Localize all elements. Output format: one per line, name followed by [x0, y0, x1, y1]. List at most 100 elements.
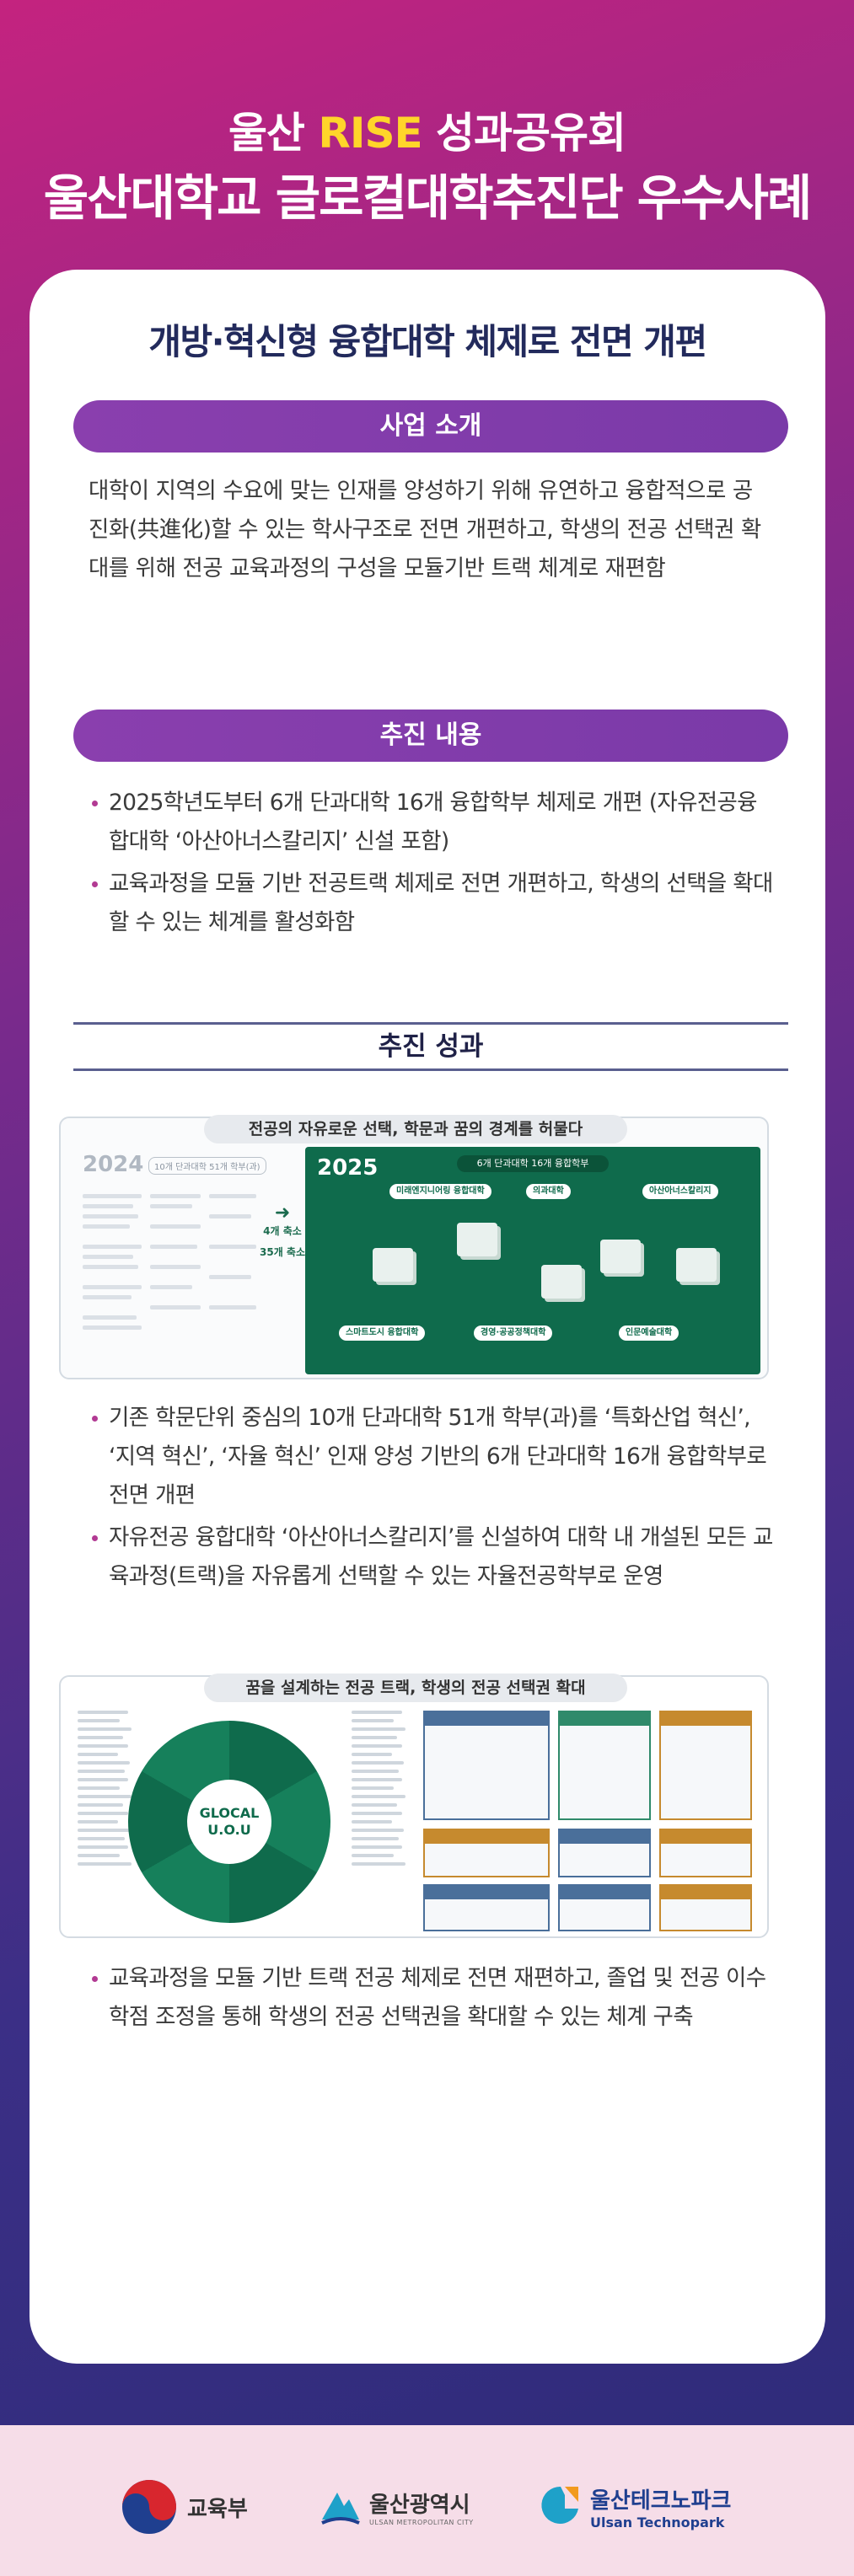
- logo-moe-text: 교육부: [187, 2496, 248, 2522]
- placeholder-line: [83, 1204, 133, 1208]
- placeholder-line: [78, 1761, 130, 1765]
- placeholder-line: [209, 1194, 256, 1198]
- track-box: [423, 1884, 550, 1931]
- reduction-colleges: 4개 축소: [263, 1225, 302, 1237]
- year-2024: 2024: [83, 1152, 144, 1177]
- placeholder-line: [78, 1812, 128, 1815]
- infographic-tracks: 꿈을 설계하는 전공 트랙, 학생의 전공 선택권 확대 GLOCAL U.O.…: [59, 1674, 769, 1938]
- section-heading-progress: 추진 내용: [73, 710, 788, 762]
- placeholder-line: [352, 1727, 406, 1731]
- section-heading-results: 추진 성과: [73, 1022, 788, 1071]
- placeholder-line: [78, 1786, 120, 1790]
- placeholder-line: [150, 1285, 192, 1289]
- placeholder-line: [78, 1820, 118, 1824]
- track-box-header: [661, 1830, 750, 1844]
- placeholder-line: [83, 1315, 137, 1320]
- results-list-2: 교육과정을 모듈 기반 트랙 전공 체제로 전면 재편하고, 졸업 및 전공 이…: [90, 1959, 775, 2040]
- placeholder-line: [352, 1795, 406, 1798]
- section-heading-intro: 사업 소개: [73, 400, 788, 453]
- placeholder-line: [150, 1224, 201, 1229]
- track-box-header: [560, 1712, 649, 1726]
- track-box: [558, 1884, 651, 1931]
- placeholder-line: [78, 1854, 120, 1857]
- placeholder-line: [352, 1803, 397, 1807]
- infographic-banner: 꿈을 설계하는 전공 트랙, 학생의 전공 선택권 확대: [204, 1674, 627, 1702]
- placeholder-line: [352, 1845, 402, 1849]
- logo-technopark-subtext: Ulsan Technopark: [590, 2514, 725, 2530]
- logo-moe: 교육부: [120, 2480, 248, 2534]
- event-title: 울산 RISE 성과공유회: [0, 99, 854, 160]
- event-title-pre: 울산: [228, 109, 319, 158]
- track-box: [659, 1884, 752, 1931]
- track-list-right: [352, 1711, 411, 1871]
- placeholder-line: [78, 1795, 132, 1798]
- intro-text: 대학이 지역의 수요에 맞는 인재를 양성하기 위해 유연하고 융합적으로 공진…: [89, 478, 761, 581]
- building-icon: [541, 1265, 582, 1299]
- logo-ulsan-city: 울산광역시 ULSAN METROPOLITAN CITY: [319, 2486, 474, 2528]
- placeholder-line: [78, 1736, 123, 1739]
- building-icon: [676, 1248, 717, 1282]
- logo-ulsan-city-text: 울산광역시: [369, 2493, 470, 2518]
- results-list-1: 기존 학문단위 중심의 10개 단과대학 51개 학부(과)를 ‘특화산업 혁신…: [90, 1399, 775, 1599]
- list-item: 교육과정을 모듈 기반 트랙 전공 체제로 전면 재편하고, 졸업 및 전공 이…: [90, 1959, 775, 2037]
- placeholder-line: [83, 1285, 142, 1289]
- placeholder-line: [83, 1325, 142, 1330]
- placeholder-line: [352, 1812, 402, 1815]
- college-label: 아산아너스칼리지: [642, 1184, 718, 1199]
- track-box: [558, 1711, 651, 1820]
- placeholder-line: [78, 1719, 120, 1722]
- track-box-header: [560, 1886, 649, 1899]
- college-label: 의과대학: [526, 1184, 571, 1199]
- event-title-highlight: RISE: [318, 109, 422, 158]
- card-title: 개방·혁신형 융합대학 체제로 전면 개편: [148, 321, 707, 362]
- before-summary: 10개 단과대학 51개 학부(과): [148, 1157, 266, 1175]
- track-box: [423, 1829, 550, 1877]
- placeholder-line: [78, 1845, 128, 1849]
- placeholder-line: [352, 1719, 394, 1722]
- placeholder-line: [83, 1265, 138, 1269]
- track-box-header: [661, 1712, 750, 1726]
- content-card: 개방·혁신형 융합대학 체제로 전면 개편 사업 소개 대학이 지역의 수요에 …: [30, 270, 825, 2364]
- placeholder-line: [352, 1770, 399, 1773]
- placeholder-line: [352, 1753, 392, 1756]
- technopark-emblem-icon: [541, 2486, 578, 2524]
- track-box: [659, 1829, 752, 1877]
- placeholder-line: [78, 1829, 130, 1832]
- placeholder-line: [209, 1275, 251, 1279]
- placeholder-line: [352, 1820, 392, 1824]
- progress-list: 2025학년도부터 6개 단과대학 16개 융합학부 체제로 개편 (자유전공융…: [90, 784, 775, 945]
- before-2024-panel: 2024 10개 단과대학 51개 학부(과): [83, 1152, 302, 1371]
- track-box: [423, 1711, 550, 1820]
- list-item: 2025학년도부터 6개 단과대학 16개 융합학부 체제로 개편 (자유전공융…: [90, 784, 775, 861]
- placeholder-line: [150, 1245, 197, 1249]
- logo-ulsan-city-wordmark: 울산광역시 ULSAN METROPOLITAN CITY: [369, 2488, 474, 2526]
- logo-ulsan-city-subtext: ULSAN METROPOLITAN CITY: [369, 2519, 474, 2526]
- placeholder-line: [150, 1194, 201, 1198]
- wheel-center: GLOCAL U.O.U: [187, 1780, 271, 1864]
- after-2025-panel: 2025 6개 단과대학 16개 융합학부 미래엔지니어링 융합대학 의과대학 …: [305, 1147, 760, 1374]
- placeholder-line: [352, 1736, 397, 1739]
- placeholder-line: [78, 1778, 128, 1781]
- placeholder-line: [78, 1837, 125, 1840]
- college-label: 미래엔지니어링 융합대학: [389, 1184, 491, 1199]
- logo-technopark-text: 울산테크노파크: [590, 2488, 732, 2514]
- track-box: [659, 1711, 752, 1820]
- placeholder-line: [78, 1744, 128, 1748]
- track-box-header: [560, 1830, 649, 1844]
- placeholder-line: [83, 1245, 142, 1249]
- placeholder-line: [78, 1770, 125, 1773]
- placeholder-line: [78, 1727, 132, 1731]
- college-label: 스마트도시 융합대학: [339, 1325, 426, 1341]
- placeholder-line: [352, 1854, 394, 1857]
- placeholder-line: [352, 1837, 399, 1840]
- placeholder-line: [150, 1204, 192, 1208]
- college-label: 경영·공공정책대학: [474, 1325, 553, 1341]
- track-box: [558, 1829, 651, 1877]
- header: 울산 RISE 성과공유회 울산대학교 글로컬대학추진단 우수사례: [0, 0, 854, 270]
- placeholder-line: [209, 1245, 256, 1249]
- placeholder-line: [83, 1255, 133, 1259]
- logo-technopark-wordmark: 울산테크노파크 Ulsan Technopark: [590, 2483, 731, 2530]
- year-2025: 2025: [317, 1155, 379, 1181]
- placeholder-line: [209, 1305, 256, 1309]
- infographic-banner: 전공의 자유로운 선택, 학문과 꿈의 경계를 허물다: [204, 1115, 627, 1143]
